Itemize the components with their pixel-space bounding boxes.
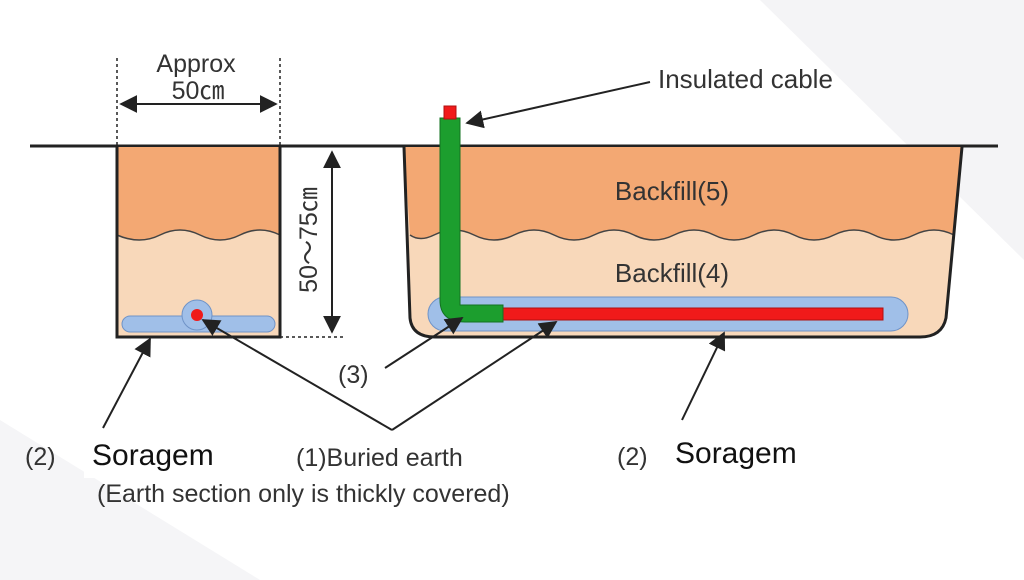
left-backfill-upper — [117, 147, 280, 240]
depth-value-label: 50～75㎝ — [295, 187, 323, 293]
insulated-cable-label: Insulated cable — [658, 64, 833, 94]
right-backfill-boundary — [409, 229, 955, 241]
soragem-right-leader — [681, 331, 726, 421]
insulated-cable-leader — [465, 81, 651, 129]
left-trench — [115, 147, 282, 339]
soragem-right-label: Soragem — [667, 428, 855, 480]
soragem-left-leader — [102, 337, 151, 429]
right-trench-outline — [402, 146, 964, 339]
backfill-4-label: Backfill(4) — [615, 258, 729, 288]
width-value-label: 50㎝ — [172, 77, 225, 105]
item-3-label: (3) — [338, 361, 369, 389]
right-earth-cable — [499, 307, 884, 321]
width-approx-label: Approx — [156, 50, 236, 78]
left-earth-cable — [191, 309, 203, 321]
left-backfill-boundary — [116, 229, 281, 241]
left-trench-outline — [115, 147, 282, 339]
soragem-left-label: Soragem — [84, 436, 262, 478]
right-trench — [402, 117, 964, 339]
buried-earth-label: (1)Buried earth — [296, 444, 463, 472]
depth-dimension — [280, 150, 345, 338]
background-band — [0, 420, 260, 580]
right-backfill-upper — [404, 147, 962, 240]
item-2-left-label: (2) — [25, 443, 56, 471]
buried-earth-leader-left — [201, 319, 393, 431]
width-dimension — [116, 58, 281, 146]
item-2-right-label: (2) — [617, 443, 648, 471]
buried-earth-leader-right — [391, 321, 558, 431]
insulated-cable-tip — [443, 105, 457, 120]
backfill-5-label: Backfill(5) — [615, 176, 729, 206]
note-label: (Earth section only is thickly covered) — [97, 480, 510, 508]
item-3-leader — [384, 317, 464, 369]
